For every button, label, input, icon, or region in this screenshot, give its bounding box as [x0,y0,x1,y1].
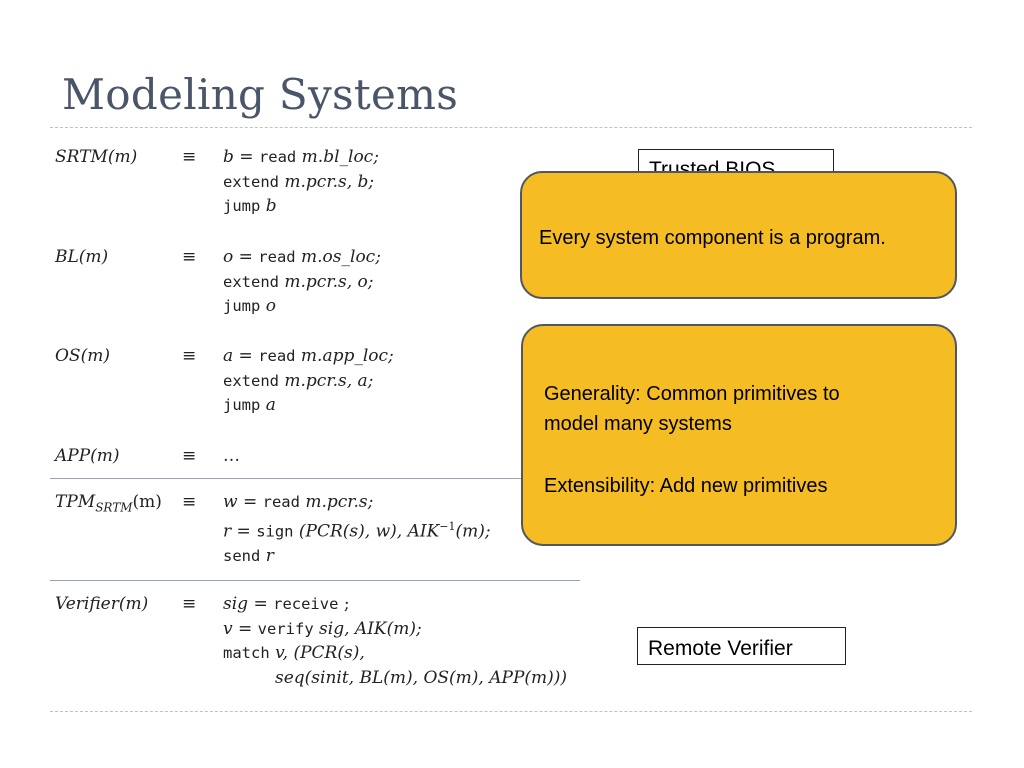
program-callout-text: Every system component is a program. [539,227,886,249]
tpm-name-sub: SRTM [95,500,133,515]
code-arg: (PCR(s), w), AIK [293,521,440,542]
code-arg: o [260,296,276,316]
code-var: b = [223,147,259,167]
section-divider [50,478,580,479]
equiv-symbol: ≡ [182,446,197,466]
code-keyword: extend [223,172,279,191]
footer-divider [50,711,972,712]
code-arg: m.bl_loc; [296,147,379,167]
code-keyword: read [262,493,300,511]
code-arg: r [260,545,274,566]
bl-name: BL(m) [55,247,109,267]
generality-text-line1: Generality: Common primitives to [544,383,840,405]
code-var: v = [223,618,258,639]
os-name: OS(m) [55,346,110,366]
code-keyword: extend [223,371,279,390]
code-var: r = [223,521,257,542]
code-arg: ; [338,594,350,614]
equiv-symbol: ≡ [182,594,197,614]
code-var: o = [223,247,259,267]
srtm-name: SRTM(m) [55,147,138,167]
remote-verifier-box: Remote Verifier [637,627,846,665]
equiv-symbol: ≡ [182,492,197,512]
extensibility-text: Extensibility: Add new primitives [544,475,828,497]
code-var: sig = [223,594,274,614]
code-keyword: receive [273,595,339,613]
section-divider [50,580,580,581]
code-keyword: read [258,248,296,266]
code-keyword: read [258,148,297,166]
code-keyword: jump [223,396,261,414]
code-keyword: read [258,347,296,365]
verifier-name: Verifier(m) [55,594,149,614]
code-superscript: −1 [439,519,456,533]
app-body: … [223,446,240,466]
code-keyword: jump [223,197,261,215]
app-name: APP(m) [55,446,120,466]
code-arg: m.pcr.s, a; [279,370,374,391]
code-arg: (m); [455,521,491,542]
code-arg: sig, AIK(m); [313,618,422,639]
code-var: w = [223,492,263,512]
equiv-symbol: ≡ [182,147,197,167]
tpm-name-tail: (m) [132,492,162,512]
code-arg: m.pcr.s, b; [279,171,375,192]
code-arg: v, (PCR(s), [269,643,365,663]
program-callout: Every system component is a program. [520,171,957,299]
code-keyword: verify [257,619,314,638]
slide-title: Modeling Systems [62,70,459,119]
generality-callout: Generality: Common primitives to model m… [521,324,957,546]
code-keyword: extend [223,272,279,291]
equiv-symbol: ≡ [182,346,197,366]
generality-text-line2: model many systems [544,413,732,435]
code-arg: m.app_loc; [295,346,394,366]
code-arg: seq(sinit, BL(m), OS(m), APP(m))) [275,667,568,688]
title-divider [50,127,972,128]
code-keyword: match [223,644,270,662]
code-arg: m.os_loc; [295,247,381,267]
tpm-name: TPMSRTM(m) [55,490,162,520]
code-arg: a [260,395,276,415]
equiv-symbol: ≡ [182,247,197,267]
code-arg: m.pcr.s; [299,492,374,512]
code-arg: m.pcr.s, o; [279,271,374,292]
code-keyword: sign [256,522,294,541]
code-keyword: jump [223,297,261,315]
code-keyword: send [223,546,261,565]
code-arg: b [260,196,277,216]
tpm-name-base: TPM [55,492,96,512]
code-var: a = [223,346,259,366]
